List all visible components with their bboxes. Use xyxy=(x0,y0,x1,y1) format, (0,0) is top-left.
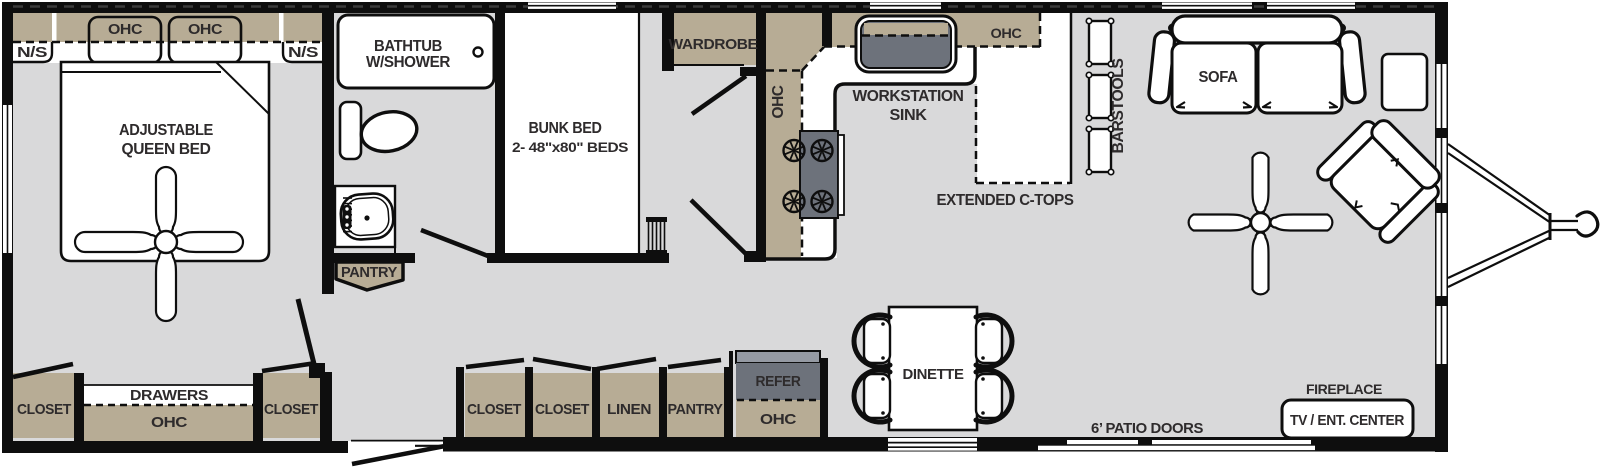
svg-text:BUNK BED: BUNK BED xyxy=(529,120,602,137)
svg-text:LINEN: LINEN xyxy=(607,401,651,418)
svg-text:OHC: OHC xyxy=(151,414,188,431)
svg-text:CLOSET: CLOSET xyxy=(264,401,318,418)
svg-text:OHC: OHC xyxy=(770,85,787,118)
svg-text:WORKSTATION: WORKSTATION xyxy=(853,88,964,105)
svg-text:OHC: OHC xyxy=(991,25,1022,41)
svg-text:TV / ENT. CENTER: TV / ENT. CENTER xyxy=(1290,413,1405,429)
svg-text:OHC: OHC xyxy=(760,411,797,428)
svg-text:2- 48"x80" BEDS: 2- 48"x80" BEDS xyxy=(512,140,628,155)
svg-text:PANTRY: PANTRY xyxy=(341,264,397,281)
svg-text:SOFA: SOFA xyxy=(1199,69,1239,86)
svg-text:QUEEN BED: QUEEN BED xyxy=(122,141,211,158)
svg-text:WARDROBE: WARDROBE xyxy=(669,36,758,53)
svg-text:N/S: N/S xyxy=(17,45,48,61)
svg-text:CLOSET: CLOSET xyxy=(467,401,521,418)
svg-text:ADJUSTABLE: ADJUSTABLE xyxy=(119,122,214,139)
svg-text:CLOSET: CLOSET xyxy=(17,401,71,418)
svg-text:BATHTUB: BATHTUB xyxy=(374,38,442,55)
svg-text:N/S: N/S xyxy=(288,45,319,61)
svg-text:6’ PATIO DOORS: 6’ PATIO DOORS xyxy=(1091,420,1203,437)
svg-text:EXTENDED C-TOPS: EXTENDED C-TOPS xyxy=(937,192,1074,209)
svg-text:W/SHOWER: W/SHOWER xyxy=(366,54,450,71)
svg-text:OHC: OHC xyxy=(108,22,143,38)
svg-text:SINK: SINK xyxy=(890,107,928,124)
svg-text:DINETTE: DINETTE xyxy=(903,367,965,383)
svg-text:CLOSET: CLOSET xyxy=(535,401,589,418)
svg-text:REFER: REFER xyxy=(756,373,802,390)
svg-text:BARSTOOLS: BARSTOOLS xyxy=(1110,58,1127,154)
svg-text:DRAWERS: DRAWERS xyxy=(130,387,208,404)
svg-text:PANTRY: PANTRY xyxy=(668,401,723,418)
svg-text:OHC: OHC xyxy=(188,22,223,38)
svg-text:FIREPLACE: FIREPLACE xyxy=(1306,381,1382,397)
